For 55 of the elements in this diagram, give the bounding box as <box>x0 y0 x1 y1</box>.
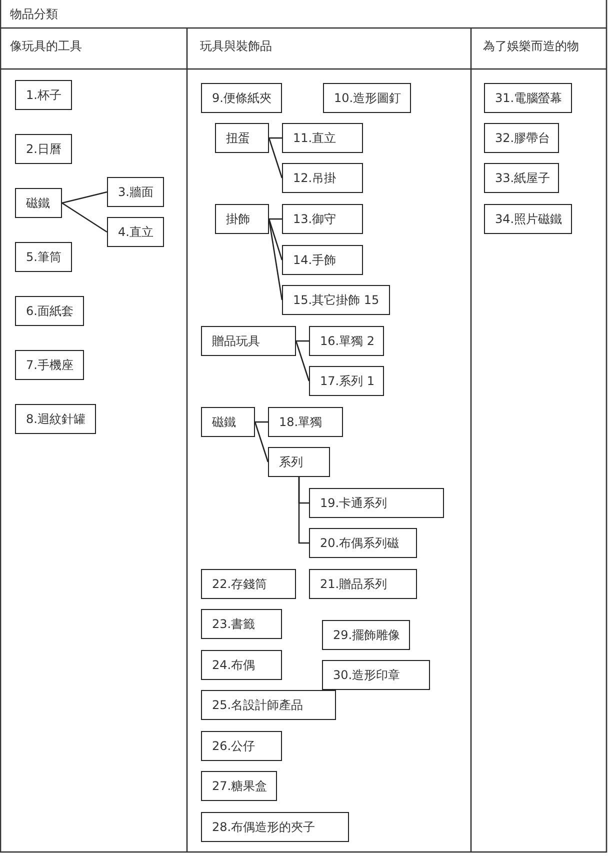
item-box: 16.單獨 2 <box>309 326 384 356</box>
table-title: 物品分類 <box>10 6 58 23</box>
item-box: 11.直立 <box>282 123 363 153</box>
connector-line <box>255 421 268 423</box>
connector-line <box>295 340 310 382</box>
item-box: 31.電腦螢幕 <box>484 83 572 113</box>
item-box: 掛飾 <box>215 204 269 234</box>
item-box: 14.手飾 <box>282 245 363 275</box>
item-box: 32.膠帶台 <box>484 123 559 153</box>
item-box: 磁鐵 <box>15 188 62 218</box>
connector-line <box>62 202 108 233</box>
item-box: 4.直立 <box>107 217 164 247</box>
connector-line <box>268 218 283 260</box>
item-box: 23.書籤 <box>201 609 282 639</box>
item-box: 17.系列 1 <box>309 366 384 396</box>
item-box: 2.日曆 <box>15 134 72 164</box>
item-box: 29.擺飾雕像 <box>322 620 410 650</box>
item-box: 1.杯子 <box>15 80 72 110</box>
item-box: 19.卡通系列 <box>309 488 444 518</box>
item-box: 33.紙屋子 <box>484 163 559 193</box>
column-header: 像玩具的工具 <box>10 38 82 55</box>
connector-line <box>296 340 309 342</box>
connector-line <box>254 422 269 462</box>
item-box: 系列 <box>268 447 330 477</box>
item-box: 9.便條紙夾 <box>201 83 282 113</box>
connector-line <box>268 138 283 178</box>
column-header: 玩具與裝飾品 <box>200 38 272 55</box>
item-box: 26.公仔 <box>201 731 282 761</box>
item-box: 10.造形圖釘 <box>323 83 411 113</box>
item-box: 24.布偶 <box>201 650 282 680</box>
item-box: 7.手機座 <box>15 350 84 380</box>
item-box: 13.御守 <box>282 204 363 234</box>
item-box: 8.迴紋針罐 <box>15 404 96 434</box>
item-box: 34.照片磁鐵 <box>484 204 572 234</box>
item-box: 20.布偶系列磁 <box>309 528 417 558</box>
connector-line <box>269 218 282 220</box>
item-box: 25.名設計師產品 <box>201 690 336 720</box>
connector-line <box>298 477 309 544</box>
item-box: 3.牆面 <box>107 177 164 207</box>
connector-line <box>269 137 282 139</box>
item-box: 6.面紙套 <box>15 296 84 326</box>
item-box: 12.吊掛 <box>282 163 363 193</box>
item-box: 5.筆筒 <box>15 242 72 272</box>
item-box: 磁鐵 <box>201 407 255 437</box>
column-header: 為了娛樂而造的物 <box>483 38 579 55</box>
item-box: 15.其它掛飾 15 <box>282 285 390 315</box>
item-box: 扭蛋 <box>215 123 269 153</box>
item-box: 22.存錢筒 <box>201 569 296 599</box>
connector-line <box>62 191 108 204</box>
item-box: 28.布偶造形的夾子 <box>201 812 349 842</box>
item-box: 30.造形印章 <box>322 660 430 690</box>
item-box: 27.糖果盒 <box>201 771 277 801</box>
item-box: 18.單獨 <box>268 407 343 437</box>
item-box: 贈品玩具 <box>201 326 296 356</box>
item-box: 21.贈品系列 <box>309 569 417 599</box>
